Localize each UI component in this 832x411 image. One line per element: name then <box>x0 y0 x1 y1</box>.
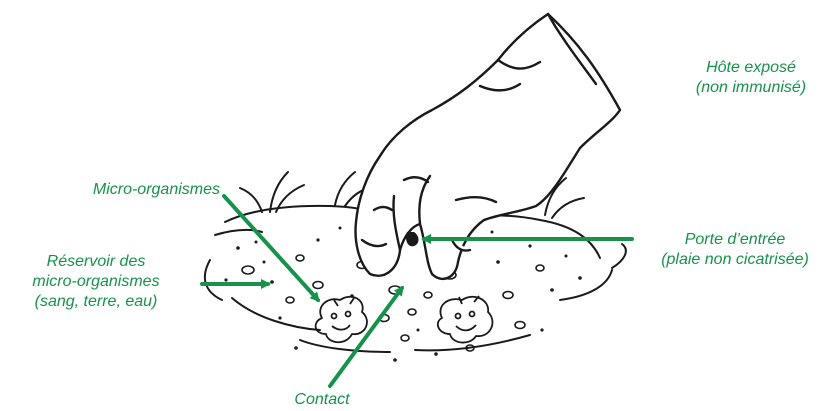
label-reservoir-line2: micro-organismes <box>0 272 192 292</box>
label-micro-line1: Micro-organismes <box>20 180 220 200</box>
soil-mound <box>205 206 626 352</box>
label-host-line2: (non immunisé) <box>676 78 826 98</box>
wound <box>406 232 419 246</box>
microbe-right <box>438 296 493 343</box>
label-reservoir: Réservoir des micro-organismes (sang, te… <box>0 252 192 312</box>
label-reservoir-line1: Réservoir des <box>0 252 192 272</box>
label-portal: Porte d’entrée (plaie non cicatrisée) <box>642 230 828 270</box>
soil-dots <box>224 227 581 362</box>
label-reservoir-line3: (sang, terre, eau) <box>0 292 192 312</box>
label-portal-line1: Porte d’entrée <box>642 230 828 250</box>
label-host: Hôte exposé (non immunisé) <box>676 58 826 98</box>
label-contact: Contact <box>262 390 382 410</box>
label-portal-line2: (plaie non cicatrisée) <box>642 250 828 270</box>
label-host-line1: Hôte exposé <box>676 58 826 78</box>
label-micro: Micro-organismes <box>20 180 220 200</box>
arrow-contact <box>330 288 402 386</box>
label-contact-line1: Contact <box>262 390 382 410</box>
microbe-left <box>316 297 367 342</box>
